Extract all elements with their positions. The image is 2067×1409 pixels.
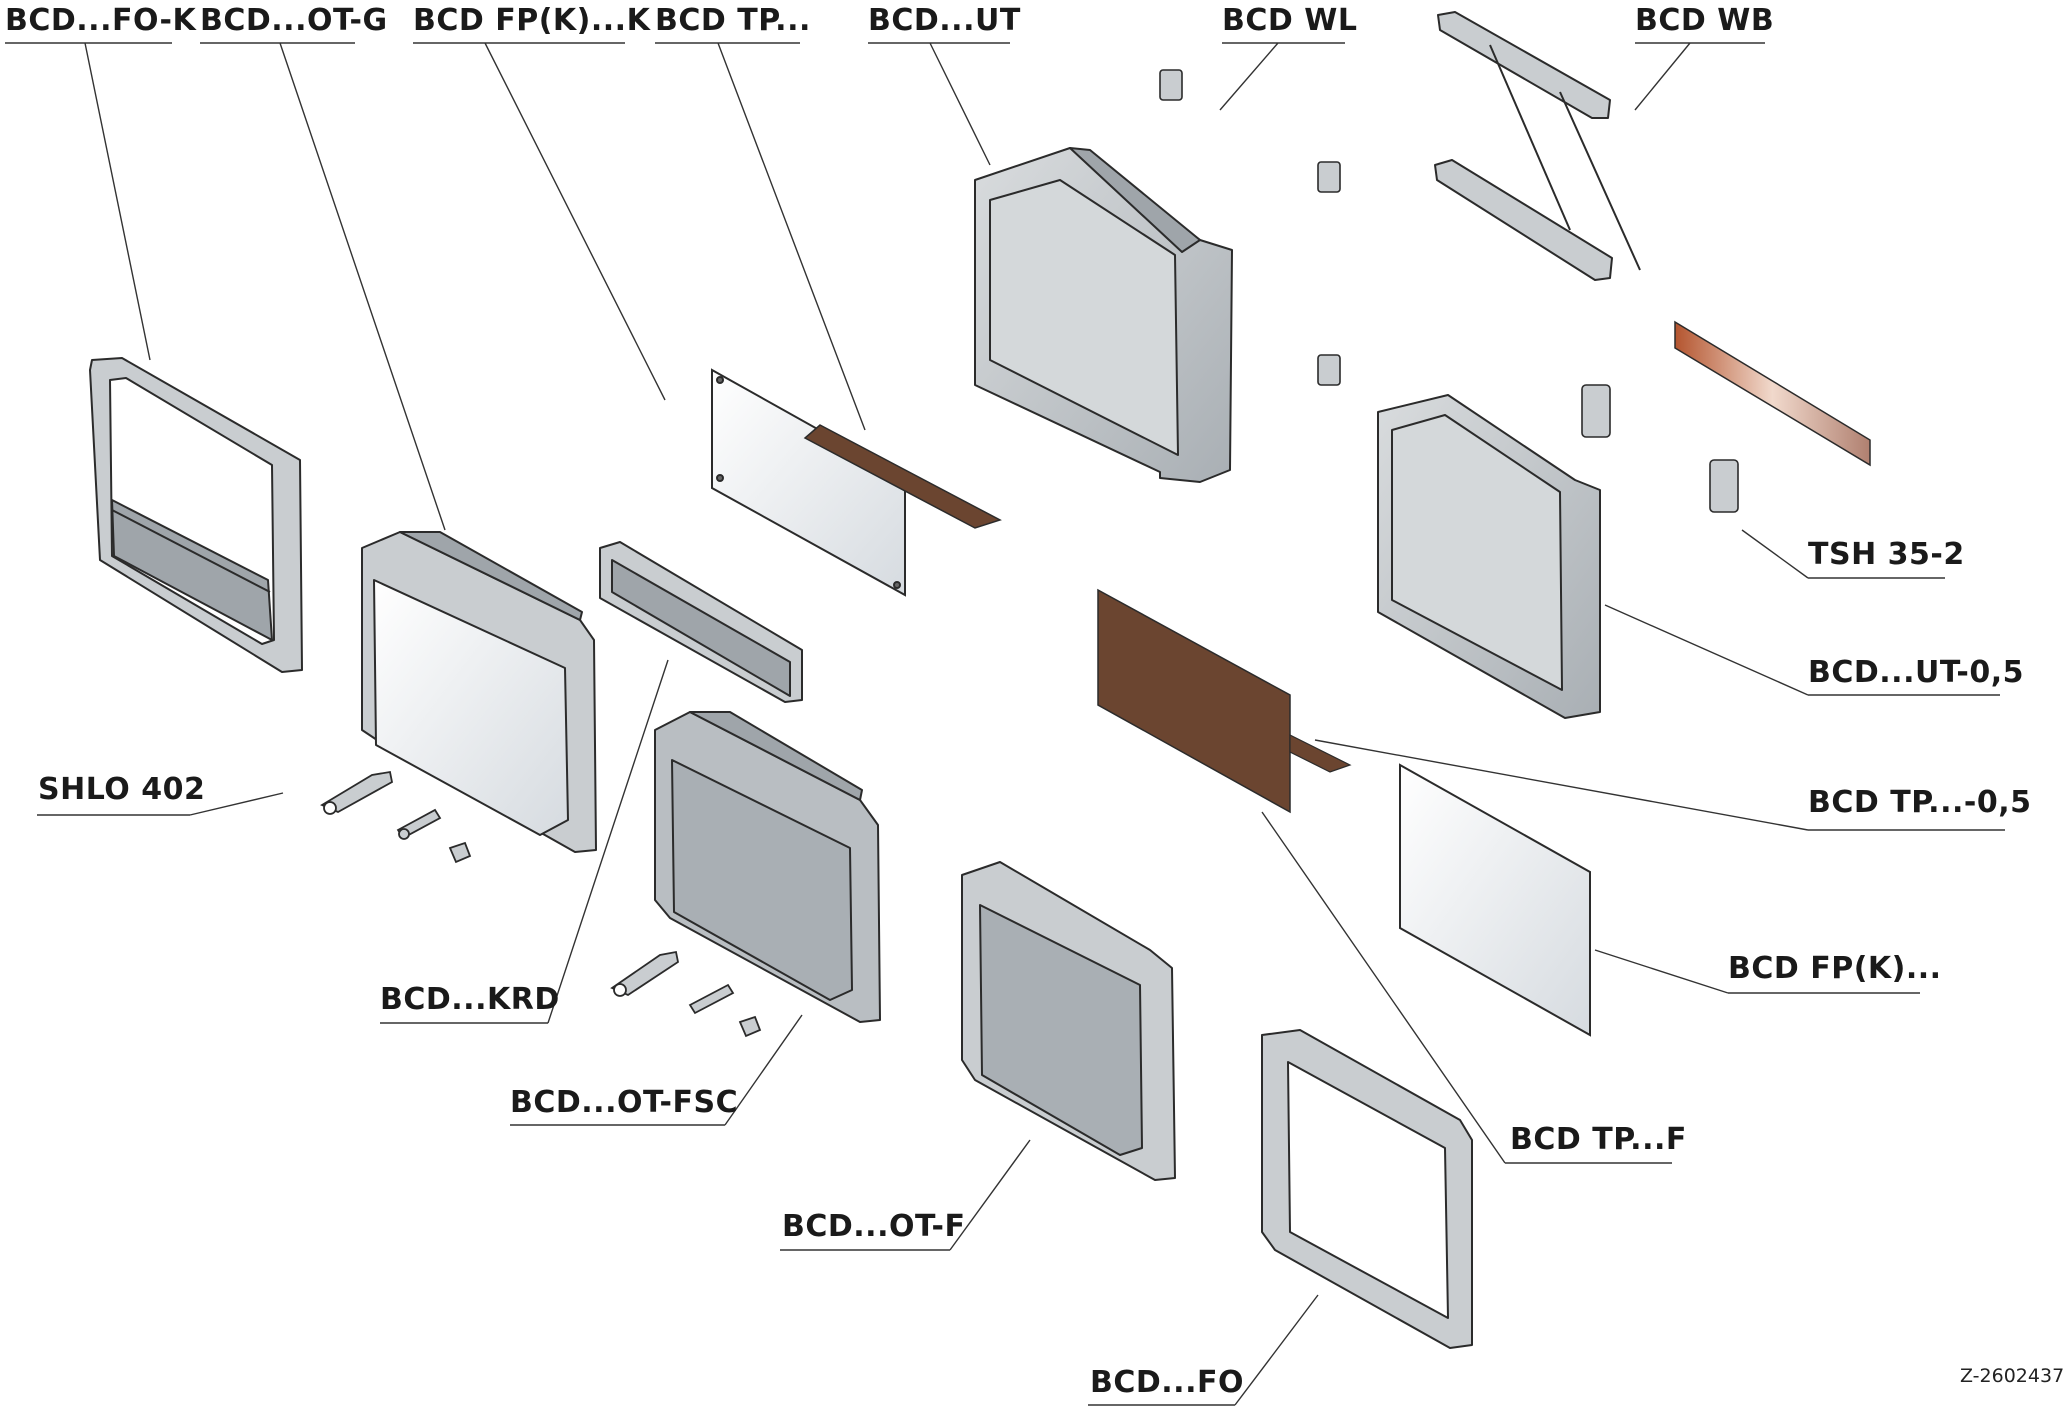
leader-krd	[380, 659, 669, 1024]
label-wl: BCD WL	[1222, 3, 1358, 38]
label-shlo: SHLO 402	[38, 772, 206, 807]
leader-wl	[1219, 42, 1345, 111]
label-ot-g: BCD...OT-G	[200, 3, 388, 38]
cover-ot-fsc	[654, 711, 881, 1023]
leader-tsh	[1741, 529, 1945, 579]
leader-ut05	[1604, 604, 2000, 696]
din-rail-tsh	[1674, 320, 1871, 467]
rail-holders	[1581, 384, 1739, 513]
cover-ot-f	[961, 861, 1176, 1181]
leader-wb	[1634, 42, 1765, 111]
label-tp-f: BCD TP...F	[1510, 1122, 1687, 1157]
label-krd: BCD...KRD	[380, 982, 560, 1017]
leader-fo	[1088, 1294, 1319, 1406]
label-tp: BCD TP...	[655, 3, 811, 38]
leader-ot-fsc	[510, 1014, 803, 1126]
label-fp-k: BCD FP(K)...	[1728, 951, 1942, 986]
label-ut05: BCD...UT-0,5	[1808, 655, 2024, 690]
label-tsh: TSH 35-2	[1808, 537, 1965, 572]
label-tp05: BCD TP...-0,5	[1808, 785, 2032, 820]
shlo-parts-1	[320, 770, 472, 864]
plate-fp-k-k	[711, 368, 906, 597]
mounting-plate-tp05	[1097, 588, 1291, 814]
leader-shlo	[37, 792, 284, 816]
leader-ut	[868, 42, 1010, 166]
label-ut: BCD...UT	[868, 3, 1021, 38]
leader-fo-k	[5, 42, 172, 361]
leader-ot-g	[200, 42, 446, 531]
leader-lines	[5, 42, 2005, 1406]
label-fo-k: BCD...FO-K	[5, 3, 197, 38]
frame-fo	[1261, 1029, 1473, 1349]
plate-fp-k	[1399, 763, 1591, 1037]
leader-tp05	[1314, 739, 2005, 831]
shlo-parts-2	[610, 950, 762, 1038]
leader-fp-k	[1594, 949, 1920, 994]
label-wb: BCD WB	[1635, 3, 1775, 38]
frame-fo-k	[89, 357, 303, 673]
label-fp-k-k: BCD FP(K)...K	[413, 3, 651, 38]
rail-cover-krd	[599, 541, 803, 703]
label-ot-f: BCD...OT-F	[782, 1209, 966, 1244]
cover-ot-g	[361, 531, 597, 853]
leader-tp	[655, 42, 866, 431]
mounting-plate-tp	[803, 424, 1002, 529]
label-fo: BCD...FO	[1090, 1365, 1244, 1400]
wall-brackets-wl	[1159, 69, 1341, 386]
wall-bracket-wb	[1434, 11, 1641, 281]
leader-ot-f	[780, 1139, 1031, 1251]
housing-ut05	[1377, 394, 1601, 719]
label-ot-fsc: BCD...OT-FSC	[510, 1085, 739, 1120]
leader-fp-k-k	[413, 42, 666, 401]
drawing-number: Z-2602437	[1960, 1365, 2065, 1387]
mounting-plate-tp05-tab	[1289, 734, 1352, 773]
leader-tp-f	[1261, 811, 1672, 1164]
housing-ut	[974, 147, 1233, 483]
